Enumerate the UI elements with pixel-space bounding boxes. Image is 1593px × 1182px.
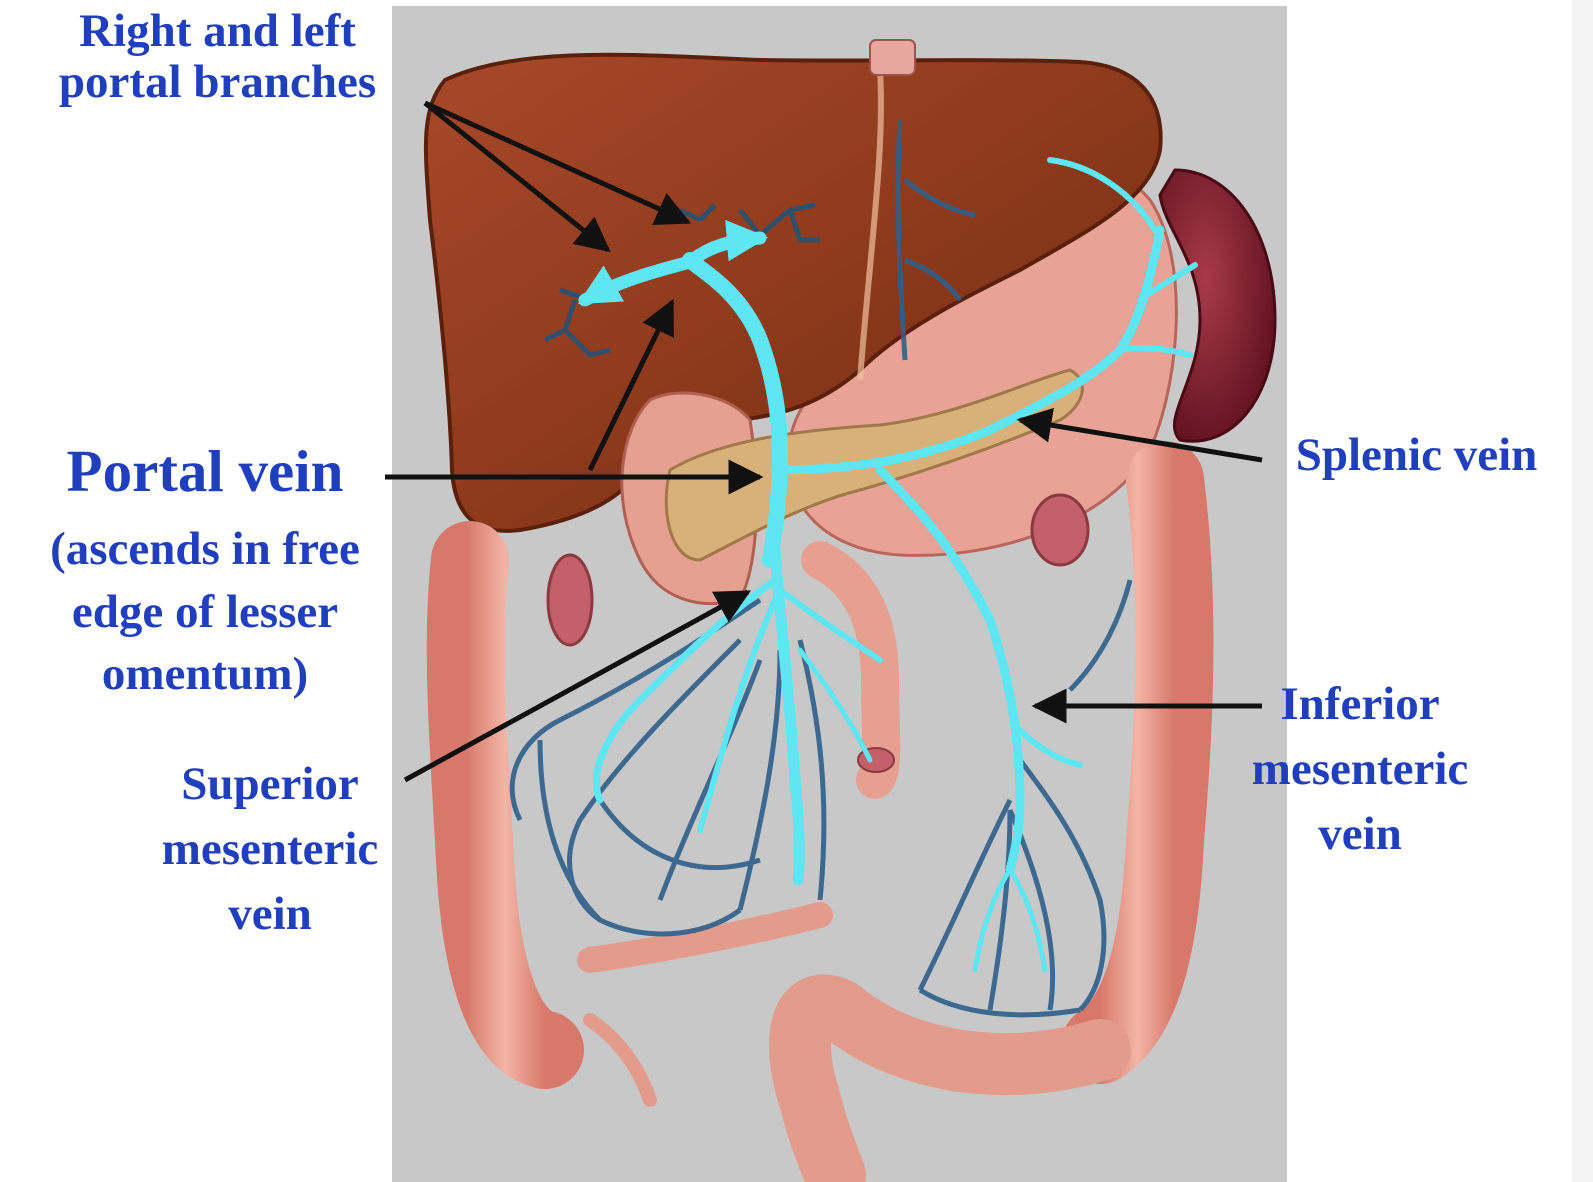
label-portal-vein-note-line2: edge of lesser (10, 581, 400, 644)
label-portal-vein-note-line1: (ascends in free (10, 518, 400, 581)
label-inferior-mesenteric-line3: vein (1225, 802, 1495, 867)
label-inferior-mesenteric-line2: mesenteric (1225, 737, 1495, 802)
label-superior-mesenteric-line3: vein (130, 882, 410, 947)
label-splenic-vein: Splenic vein (1264, 430, 1569, 481)
label-portal-vein: Portal vein (40, 440, 370, 504)
label-portal-branches: Right and left portal branches (20, 6, 415, 108)
label-superior-mesenteric-line1: Superior (130, 752, 410, 817)
label-portal-branches-line1: Right and left (20, 6, 415, 57)
label-superior-mesenteric-line2: mesenteric (130, 817, 410, 882)
label-superior-mesenteric: Superior mesenteric vein (130, 752, 410, 947)
inferior-vena-cava (870, 40, 915, 75)
right-edge-strip (1572, 0, 1593, 1182)
label-portal-vein-note-line3: omentum) (10, 643, 400, 706)
label-inferior-mesenteric-line1: Inferior (1225, 672, 1495, 737)
transverse-colon-cut-right (548, 555, 592, 645)
label-inferior-mesenteric: Inferior mesenteric vein (1225, 672, 1495, 867)
transverse-colon-cut-left (1032, 495, 1088, 565)
label-portal-branches-line2: portal branches (20, 57, 415, 108)
label-portal-vein-note: (ascends in free edge of lesser omentum) (10, 518, 400, 706)
